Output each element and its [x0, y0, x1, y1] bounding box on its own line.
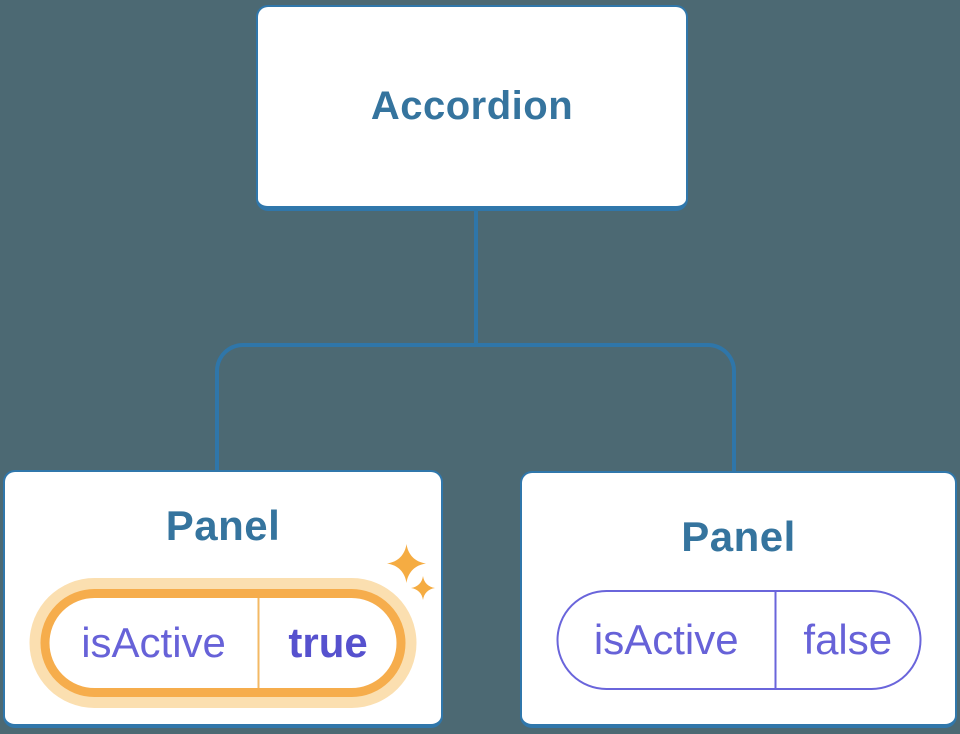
- panel-node-inactive: Panel isActive false: [520, 471, 957, 728]
- pill-divider: [774, 592, 777, 688]
- state-name-label: isActive: [81, 619, 226, 666]
- sparkle-icon-small: [411, 576, 435, 600]
- pill-divider: [257, 598, 260, 688]
- connector-stem-line: [474, 209, 478, 345]
- accordion-node-label: Accordion: [370, 84, 574, 128]
- state-value-label: true: [288, 619, 368, 666]
- panel-node-active: Panel isActive true: [3, 470, 443, 728]
- accordion-node: Accordion: [256, 5, 688, 211]
- panel-node-label: Panel: [165, 502, 281, 549]
- panel-node-label: Panel: [681, 513, 796, 560]
- sparkle-icon-large: [387, 544, 426, 583]
- state-value-label: false: [803, 616, 893, 663]
- state-pill-inactive: isActive false: [556, 590, 921, 690]
- state-pill-active: isActive true: [40, 589, 406, 697]
- state-name-label: isActive: [593, 616, 739, 663]
- connector-branch-lines: [215, 343, 736, 472]
